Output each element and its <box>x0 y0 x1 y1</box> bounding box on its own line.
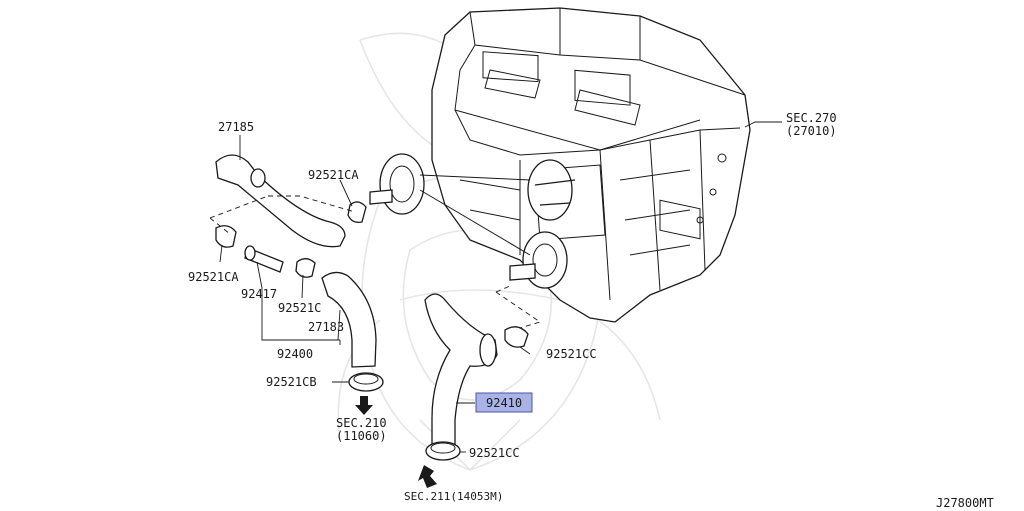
label-92521C: 92521C <box>278 301 321 315</box>
label-92521CA-left: 92521CA <box>188 270 239 284</box>
label-27185: 27185 <box>218 120 254 134</box>
label-sec210: SEC.210 <box>336 416 387 430</box>
connection-guides <box>209 195 542 329</box>
highlighted-part-box[interactable] <box>475 392 533 413</box>
clamp-92521CA-top <box>347 201 367 223</box>
label-92521CC-bot: 92521CC <box>469 446 520 460</box>
hose-27183 <box>321 271 377 368</box>
heater-unit-assembly <box>369 7 751 323</box>
label-92400: 92400 <box>277 347 313 361</box>
label-92417: 92417 <box>241 287 277 301</box>
label-sec210-sub: (11060) <box>336 429 387 443</box>
clamp-92521CB <box>348 372 384 392</box>
arrow-to-sec211 <box>418 465 437 488</box>
label-92521CC-mid: 92521CC <box>546 347 597 361</box>
diagram-code: J27800MT <box>936 496 994 510</box>
hose-92410 <box>424 293 498 446</box>
clamp-92521CA-left <box>215 225 237 248</box>
arrow-to-sec210 <box>355 396 373 415</box>
label-27183: 27183 <box>308 320 344 334</box>
label-92521CA-top: 92521CA <box>308 168 359 182</box>
hose-27185 <box>215 154 346 248</box>
label-sec211: SEC.211(14053M) <box>404 490 503 503</box>
leader-lines <box>219 121 782 453</box>
clamp-92521CC-bot <box>425 441 461 461</box>
label-sec270-sub: (27010) <box>786 124 837 138</box>
hose-92417 <box>244 245 284 273</box>
clamp-92521C <box>295 258 316 278</box>
label-92521CB: 92521CB <box>266 375 317 389</box>
label-92410[interactable]: 92410 <box>486 396 522 410</box>
label-sec270: SEC.270 <box>786 111 837 125</box>
clamp-92521CC-mid <box>504 326 529 348</box>
